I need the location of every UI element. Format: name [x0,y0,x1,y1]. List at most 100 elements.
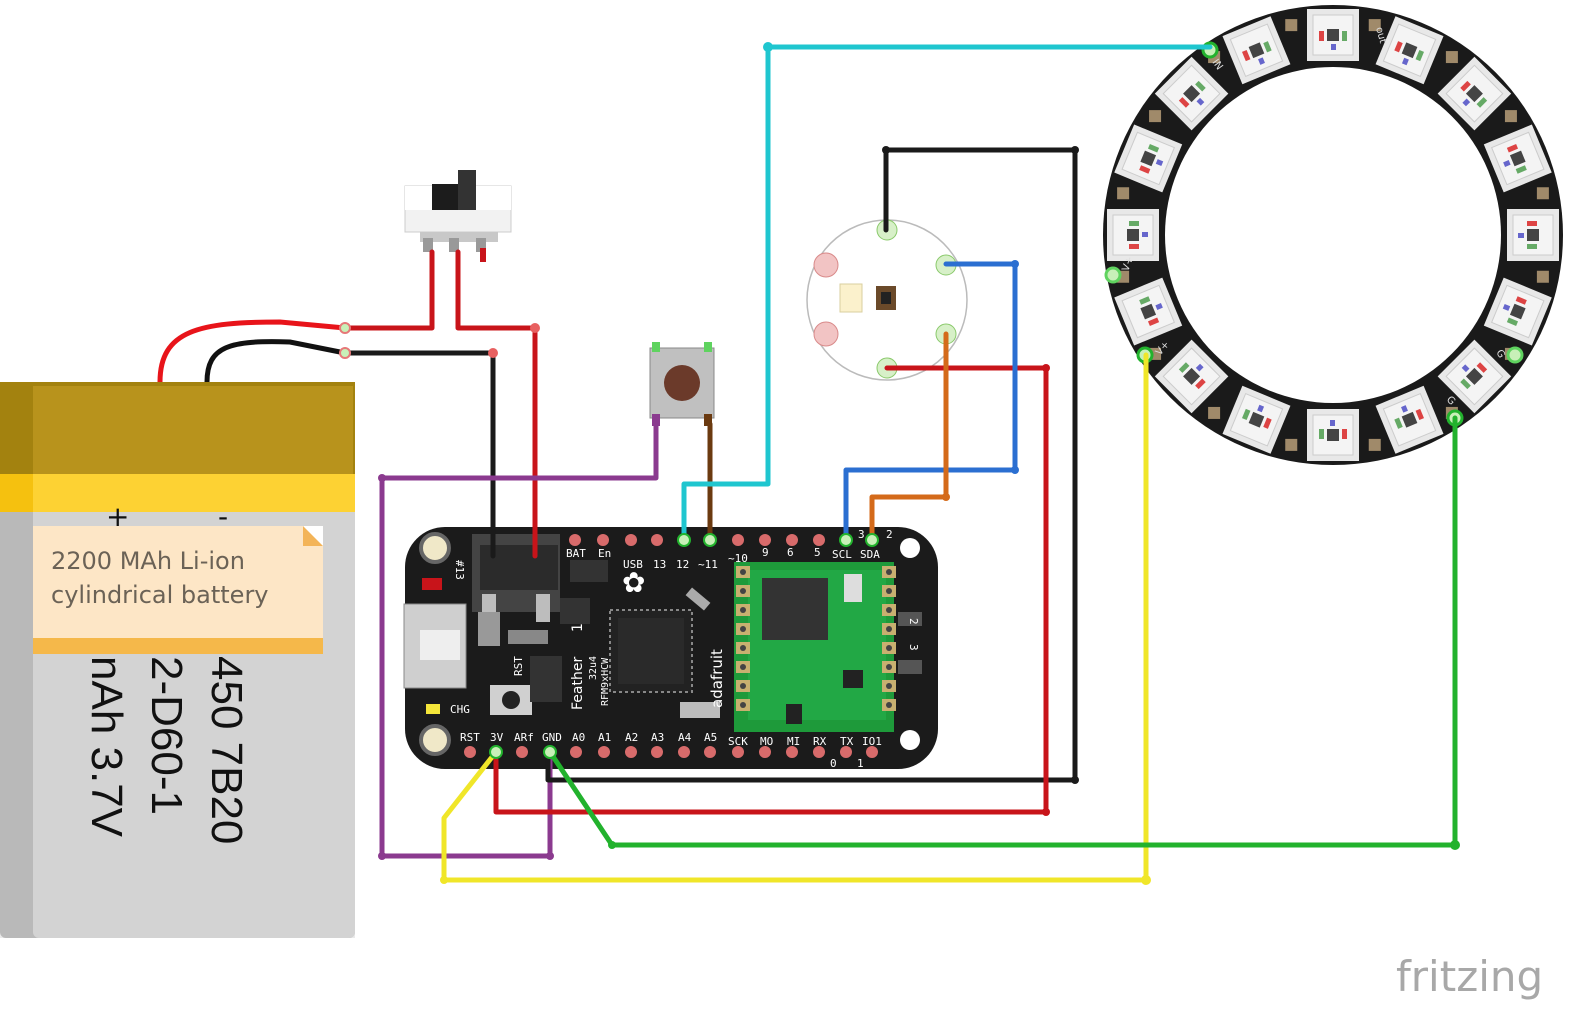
module-pad-hole [886,569,892,575]
pin-label-rst: RST [460,731,480,744]
ring-cap [1285,438,1298,451]
module-pad-hole [740,683,746,689]
pin-label-a5: A5 [704,731,717,744]
pin-label-sub-0: 0 [830,757,837,770]
pin-pad [704,746,716,758]
pin-label-3v: 3V [490,731,504,744]
pin-label-rx: RX [813,735,827,748]
pin-pad [597,534,609,546]
pin-pad [786,534,798,546]
wire-red-battery-switch [342,249,435,331]
module-pad-hole [886,607,892,613]
ring-cap [1149,110,1162,123]
pin-pad [651,746,663,758]
ring-cap [1368,19,1381,32]
ring-led [1483,277,1552,346]
neopixel-ring: IN out V+ V+ G G [1103,5,1563,465]
fritzing-watermark: fritzing [1396,952,1544,1001]
wire-purple-rst-button [379,421,659,859]
ring-led [1375,16,1444,85]
ring-led [1114,277,1183,346]
wire-cyan-12-ring-in [681,44,1213,543]
pin-pad [570,746,582,758]
label-brand: adafruit [708,649,726,708]
wire-red-switch-jst [455,249,538,559]
pin-label-9: 9 [762,546,769,559]
ring-leds [1107,9,1559,461]
pin-pad [866,746,878,758]
module-pad-hole [740,588,746,594]
pin-label-sub-2: 2 [886,528,893,541]
pin-label-11: ~11 [698,558,718,571]
pin-label-gnd: GND [542,731,562,744]
lipo-battery: + - 450 7B20 2-D60-1 nAh 3.7V [0,382,355,938]
pin-label-scl: SCL [832,548,852,561]
pin-pad [840,746,852,758]
pin-pad [759,746,771,758]
pin-label-io1: IO1 [862,735,882,748]
pin-label-bat: BAT [566,547,586,560]
ring-led [1437,339,1512,414]
module-pad-hole [886,683,892,689]
note-line-1: 2200 MAh Li-ion [51,547,245,575]
pin-label-sda: SDA [860,548,880,561]
battery-line3: nAh 3.7V [82,656,131,838]
wire-black-battery-jst [342,350,496,559]
pin-pad [625,746,637,758]
pin-pad [786,746,798,758]
pin-pad [625,534,637,546]
pin-pad [598,746,610,758]
ring-led [1107,209,1159,261]
module-pad-hole [740,569,746,575]
label-chg: CHG [450,703,470,716]
ring-label-out: out [1373,26,1388,45]
battery-minus-label: - [218,500,228,533]
pin-label-mi: MI [787,735,800,748]
note-line-2: cylindrical battery [51,581,269,609]
module-pad-hole [740,626,746,632]
pin-label-a0: A0 [572,731,585,744]
pin-label-sck: SCK [728,735,748,748]
label-side-3: 3 [907,644,920,651]
wire-endpoints [339,42,1460,885]
pin-label-tx: TX [840,735,854,748]
wires [342,44,1458,883]
pin-label-sub-1: 1 [857,757,864,770]
pin-label-mo: MO [760,735,773,748]
pin-pad [464,746,476,758]
ring-led [1437,56,1512,131]
battery-plus-label: + [106,500,129,533]
ring-cap [1368,438,1381,451]
battery-red-lead [157,319,346,383]
pin-pad [678,746,690,758]
pin-label-a1: A1 [598,731,611,744]
label-side-2: 2 [907,618,920,625]
ring-led [1154,56,1229,131]
wire-green-gnd-ring [547,415,1458,848]
ring-cap [1536,270,1549,283]
module-pad-hole [740,607,746,613]
module-pad-hole [886,702,892,708]
pin-label-sub-3: 3 [858,528,865,541]
ring-led [1375,385,1444,454]
pin-pad [759,534,771,546]
pin-label-a4: A4 [678,731,692,744]
ring-led [1307,409,1359,461]
label-model-num: 1 [570,623,586,632]
ring-led [1154,339,1229,414]
module-pad-hole [886,626,892,632]
pin-label-a3: A3 [651,731,664,744]
label-radio: RFM9xHCW [600,657,611,706]
ring-label-vplus-1: V+ [1120,255,1136,273]
pin-label-6: 6 [787,546,794,559]
module-pad-hole [886,664,892,670]
sensor-breakout [806,219,968,381]
ring-led [1307,9,1359,61]
ring-led [1222,16,1291,85]
ring-cap [1445,51,1458,64]
pin-label-arf: ARf [514,731,534,744]
battery-note: 2200 MAh Li-ion cylindrical battery [33,526,323,654]
ring-cap [1208,406,1221,419]
pin-pad [813,534,825,546]
